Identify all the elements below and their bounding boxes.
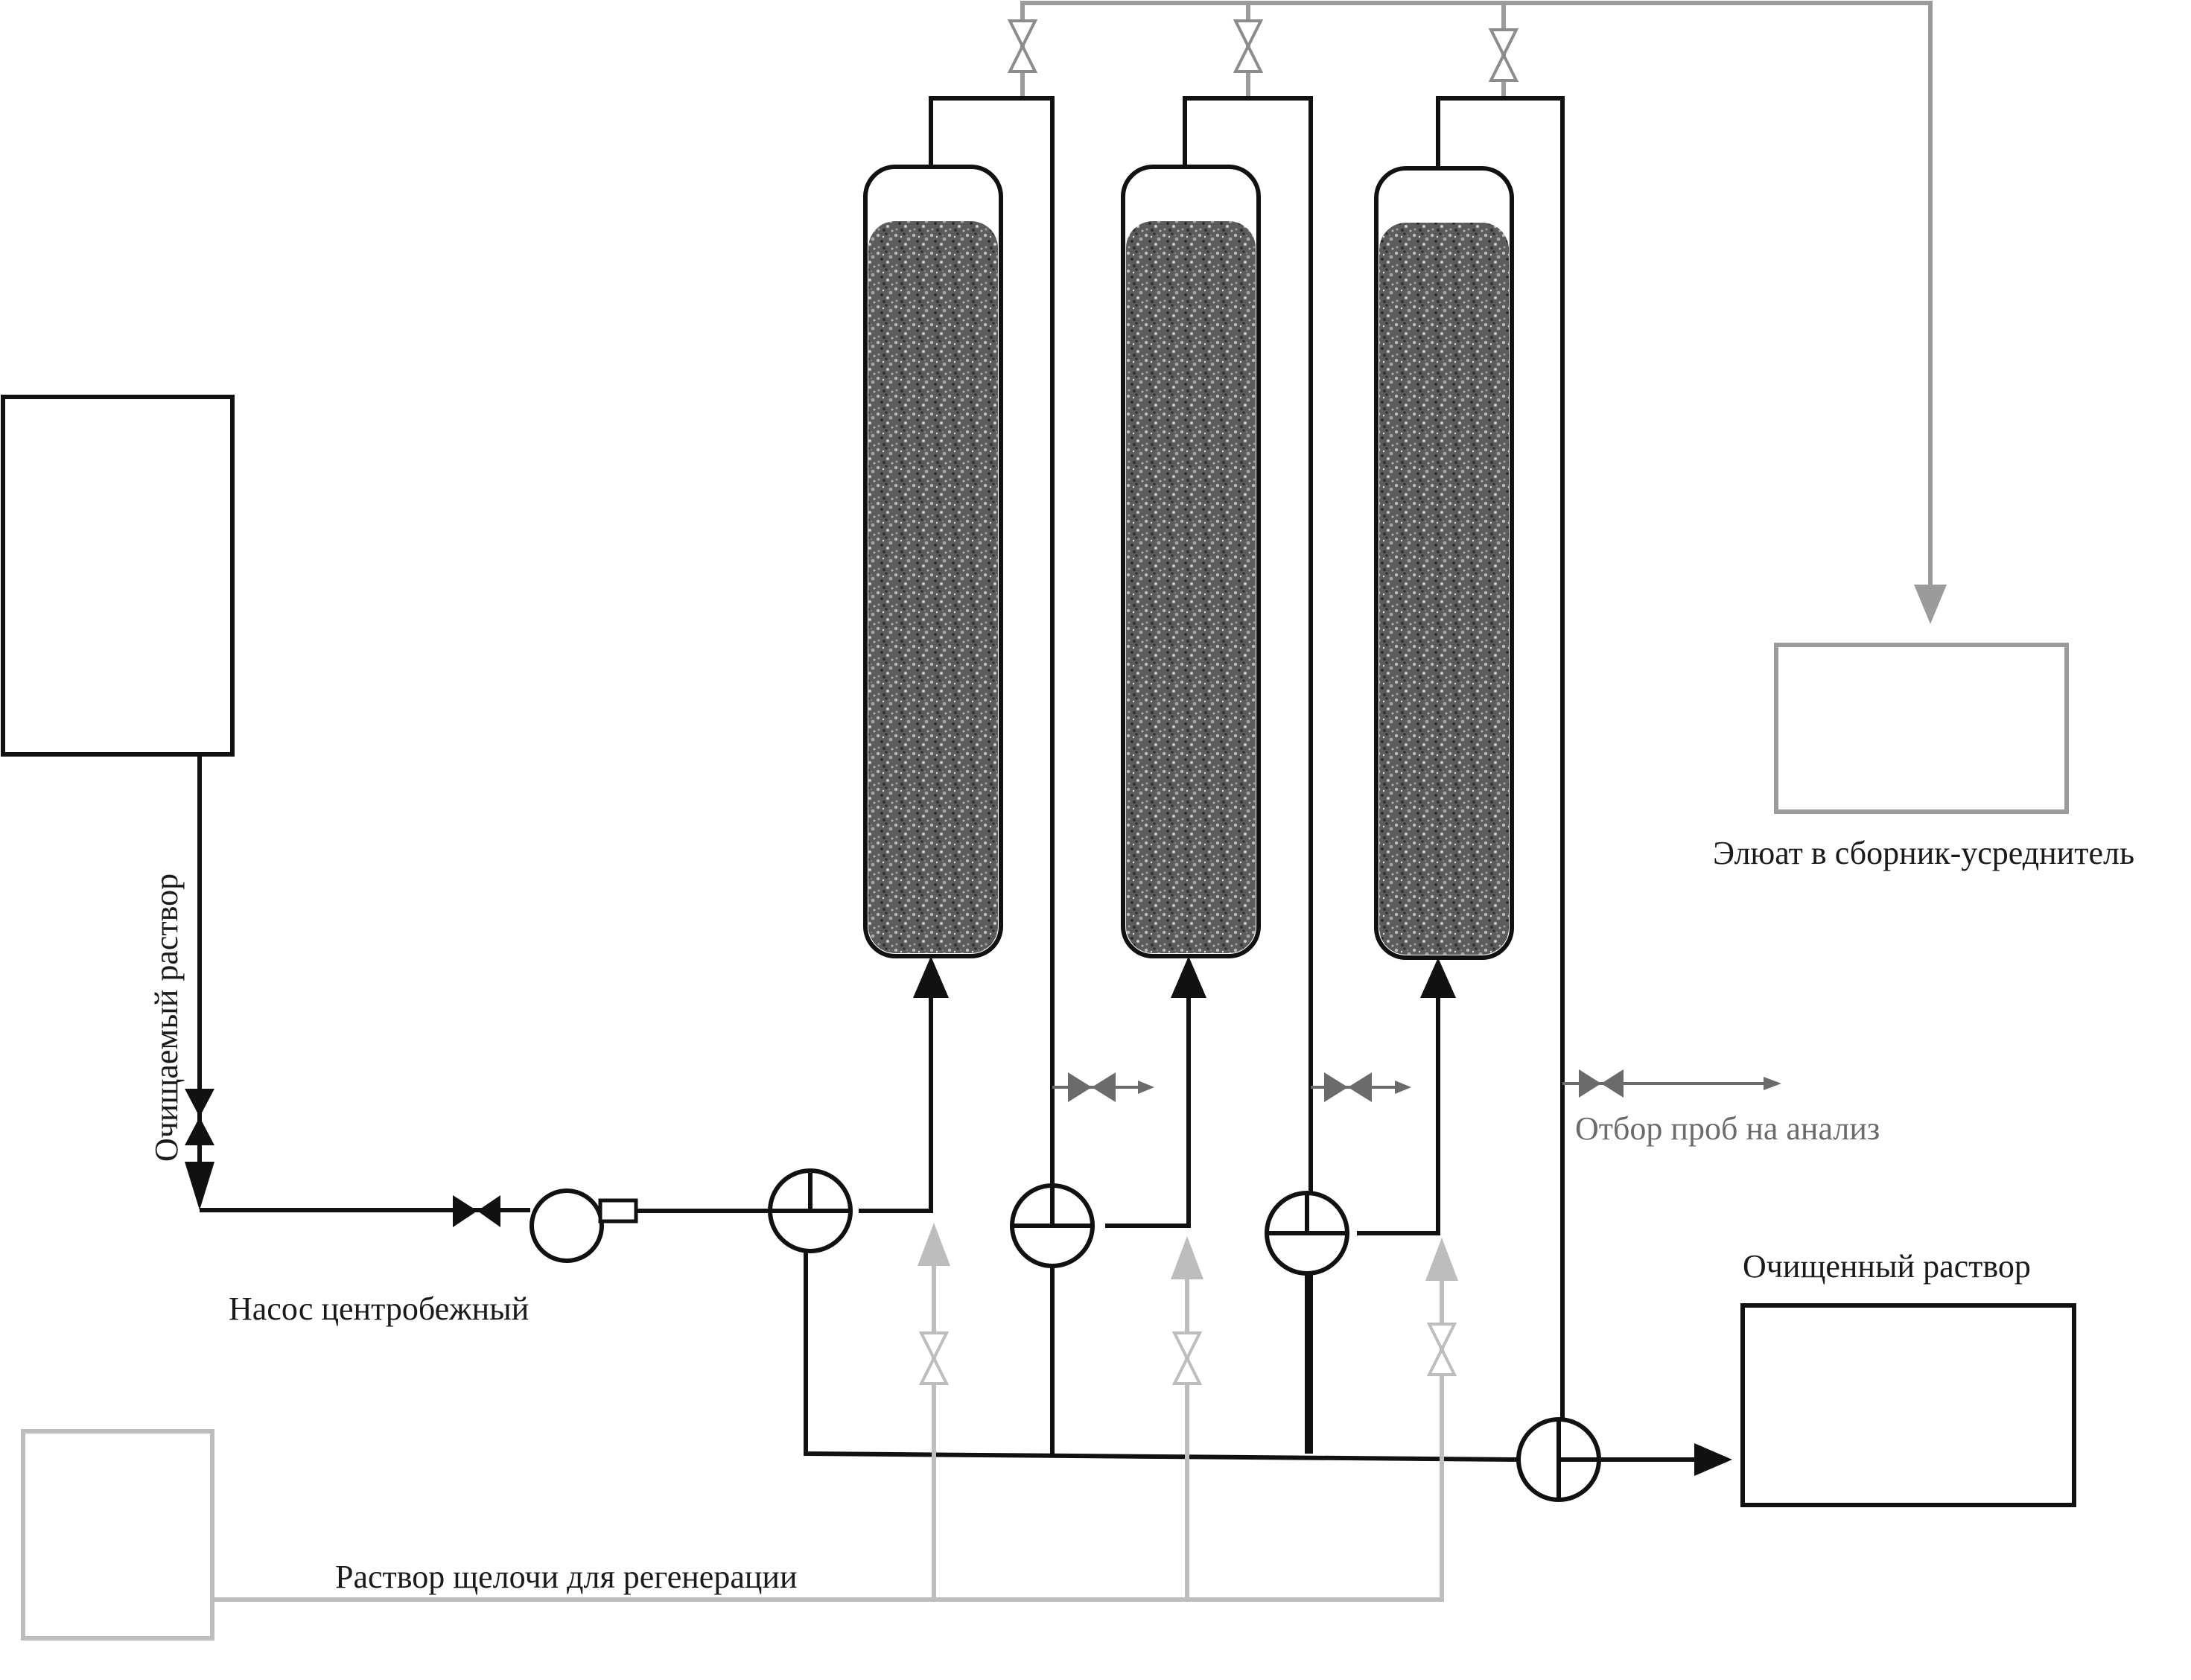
sampling-label: Отбор проб на анализ [1575, 1110, 1880, 1147]
eluate-label: Элюат в сборник-усреднитель [1713, 835, 2134, 871]
eluate-valve-1-icon[interactable] [1007, 19, 1038, 73]
pump-suction-valve-icon[interactable] [453, 1195, 500, 1227]
eluate-arrow-head [1914, 585, 1947, 624]
inlet-arrow-3 [1420, 958, 1456, 998]
feed-tank [1, 395, 235, 757]
sampling-lines [1052, 1082, 1772, 1089]
alkali-arrow-heads [918, 1223, 1458, 1281]
three-way-valve-2-icon[interactable] [1010, 1183, 1095, 1268]
eluate-collector-tank [1774, 643, 2069, 814]
sampling-valve-1-icon[interactable] [1068, 1072, 1116, 1102]
alkali-valve-1-icon[interactable] [918, 1331, 950, 1385]
alkali-tank [21, 1429, 214, 1641]
purified-tank [1740, 1303, 2076, 1507]
feed-valve-icon[interactable] [185, 1089, 214, 1145]
feed-label: Очищаемый раствор [148, 874, 185, 1162]
three-way-valve-4-icon[interactable] [1516, 1417, 1601, 1502]
centrifugal-pump-icon [530, 1189, 638, 1263]
three-way-valve-3-icon[interactable] [1265, 1191, 1349, 1276]
ion-exchange-column-1 [863, 165, 1003, 958]
eluate-valve-2-icon[interactable] [1233, 19, 1264, 73]
three-way-valve-1-icon[interactable] [768, 1168, 853, 1253]
column-inlet-pipes [859, 998, 1440, 1235]
column-top-pipes [929, 96, 1565, 1454]
ion-exchange-column-2 [1121, 165, 1261, 958]
purified-collector-line [804, 1251, 1694, 1462]
sampling-valve-2-icon[interactable] [1324, 1072, 1372, 1102]
inlet-arrow-1 [913, 956, 949, 998]
eluate-valve-3-icon[interactable] [1488, 28, 1519, 82]
sampling-valve-3-icon[interactable] [1579, 1069, 1624, 1098]
purified-arrow-head [1694, 1443, 1732, 1476]
ion-exchange-column-3 [1374, 166, 1514, 960]
pump-label: Насос центробежный [229, 1291, 529, 1327]
alkali-label: Раствор щелочи для регенерации [335, 1559, 798, 1595]
sampling-arrow-heads [1138, 1077, 1781, 1094]
feed-arrow-head [185, 1162, 214, 1210]
alkali-valve-2-icon[interactable] [1171, 1331, 1203, 1385]
alkali-valve-3-icon[interactable] [1426, 1323, 1457, 1376]
inlet-arrow-2 [1171, 956, 1206, 998]
purified-label: Очищенный раствор [1743, 1248, 2031, 1285]
